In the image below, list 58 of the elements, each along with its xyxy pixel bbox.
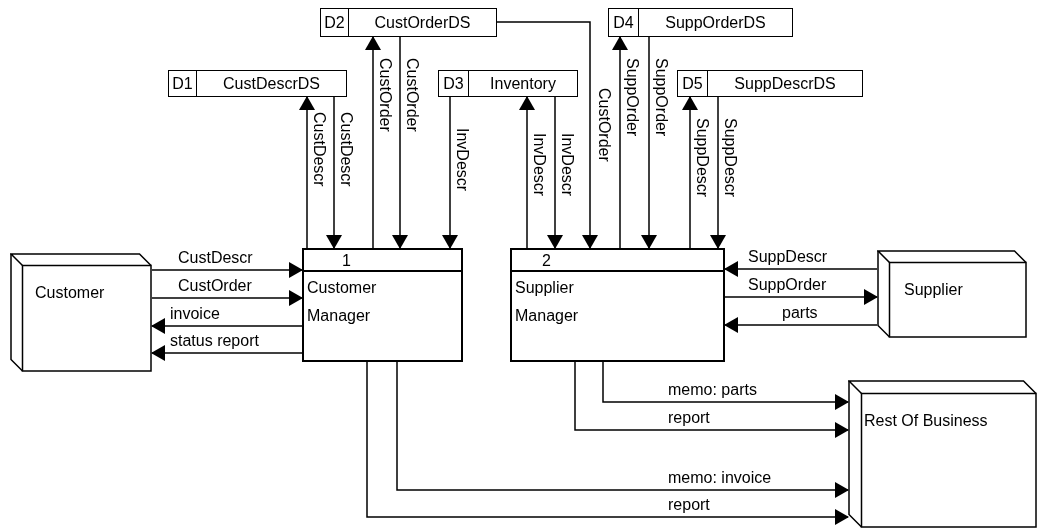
store-id: D4 — [609, 9, 639, 36]
process-name: Customer Manager — [307, 278, 378, 326]
edge-label: report — [668, 496, 710, 514]
process-number: 2 — [542, 251, 551, 271]
arrow — [392, 36, 408, 249]
store-id: D2 — [321, 9, 349, 36]
arrow — [366, 361, 849, 525]
arrow — [710, 96, 726, 249]
data-store-box — [438, 70, 578, 97]
process-name: Supplier Manager — [515, 278, 580, 326]
store-id: D3 — [439, 71, 469, 96]
arrow — [602, 361, 849, 410]
arrow — [724, 261, 878, 277]
arrow — [442, 96, 458, 249]
store-id: D5 — [678, 71, 708, 96]
data-store-box — [168, 70, 347, 97]
entity-name: Customer — [35, 285, 105, 301]
arrow — [682, 96, 698, 249]
arrow — [299, 96, 315, 249]
arrow — [496, 21, 598, 249]
edge-label: SuppDescr — [721, 118, 739, 198]
store-name: Inventory — [489, 73, 557, 94]
edge-label: SuppDescr — [748, 248, 828, 266]
arrow — [641, 36, 657, 249]
arrow — [574, 361, 849, 438]
arrow — [326, 96, 342, 249]
entity-name: Rest Of Business — [864, 413, 988, 429]
arrow — [151, 318, 303, 334]
process-box — [302, 248, 463, 362]
entity-name: Supplier — [904, 282, 963, 298]
arrow — [724, 317, 878, 333]
edge-label: report — [668, 409, 710, 427]
edge-label: SuppOrder — [652, 58, 670, 137]
arrow — [547, 96, 563, 249]
arrow — [151, 290, 303, 306]
arrow — [612, 36, 628, 249]
edge-label: SuppDescr — [693, 118, 711, 198]
data-store-box — [677, 70, 863, 97]
store-name: CustOrderDS — [373, 12, 472, 33]
edge-label: parts — [782, 304, 818, 322]
process-number: 1 — [342, 251, 351, 271]
store-name: SuppOrderDS — [664, 12, 767, 33]
arrow — [396, 361, 849, 498]
store-name: SuppDescrDS — [733, 73, 837, 94]
arrow — [724, 289, 878, 305]
edge-label: SuppOrder — [623, 58, 641, 137]
edge-label: SuppOrder — [748, 276, 827, 294]
process-box — [510, 248, 725, 362]
data-store-box — [320, 8, 497, 37]
arrow — [151, 345, 303, 361]
edge-label: memo: parts — [668, 381, 757, 399]
arrow — [519, 96, 535, 249]
arrow — [365, 36, 381, 249]
edge-label: status report — [170, 332, 259, 350]
store-id: D1 — [169, 71, 197, 96]
data-store-box — [608, 8, 793, 37]
store-name: CustDescrDS — [222, 73, 321, 94]
arrow — [151, 262, 303, 278]
